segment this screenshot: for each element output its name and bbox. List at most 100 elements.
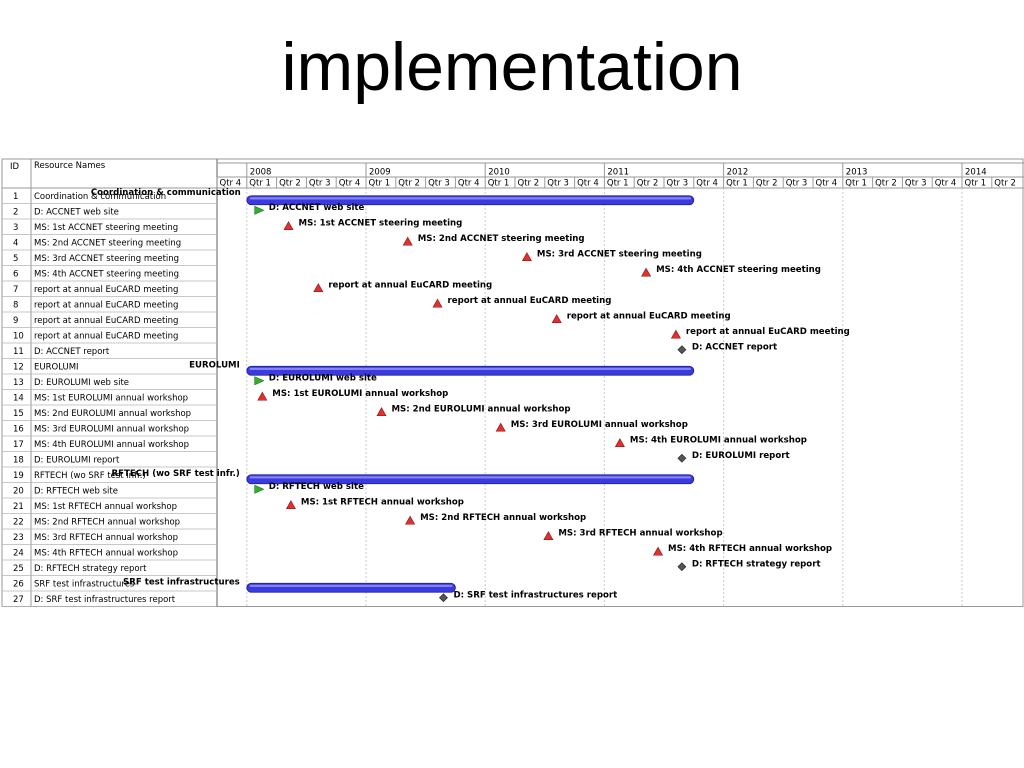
task-name: EUROLUMI	[34, 363, 79, 373]
year-label: 2008	[250, 168, 272, 178]
task-name: report at annual EuCARD meeting	[34, 332, 178, 342]
quarter-label: Qtr 2	[756, 179, 778, 189]
quarter-label: Qtr 3	[667, 179, 689, 189]
task-id: 14	[13, 394, 24, 404]
year-label: 2012	[727, 168, 749, 178]
quarter-label: Qtr 2	[994, 179, 1016, 189]
milestone-triangle	[543, 531, 554, 541]
milestone-triangle	[641, 267, 652, 277]
task-id: 2	[13, 208, 18, 218]
milestone-triangle	[432, 298, 443, 308]
quarter-label: Qtr 2	[518, 179, 540, 189]
milestone-label: MS: 4th EUROLUMI annual workshop	[630, 435, 807, 445]
milestone-label: D: RFTECH web site	[269, 482, 364, 492]
slide-title: implementation	[281, 29, 743, 105]
task-name: MS: 2nd ACCNET steering meeting	[34, 239, 181, 249]
milestone-triangle	[551, 314, 562, 324]
milestone-label: MS: 3rd EUROLUMI annual workshop	[511, 420, 688, 430]
quarter-label: Qtr 1	[249, 179, 271, 189]
task-id: 23	[13, 533, 24, 543]
milestone-label: report at annual EuCARD meeting	[686, 327, 850, 337]
summary-bar-label: RFTECH (wo SRF test infr.)	[111, 469, 239, 479]
milestone-label: MS: 1st ACCNET steering meeting	[299, 218, 463, 228]
milestone-flag	[254, 484, 265, 494]
task-id: 16	[13, 425, 24, 435]
milestone-label: report at annual EuCARD meeting	[448, 296, 612, 306]
summary-bar	[246, 582, 456, 593]
quarter-label: Qtr 4	[220, 179, 242, 189]
milestone-diamond	[439, 593, 448, 603]
quarter-label: Qtr 3	[309, 179, 331, 189]
quarter-label: Qtr 3	[547, 179, 569, 189]
task-name: report at annual EuCARD meeting	[34, 285, 178, 295]
task-name: D: RFTECH web site	[34, 487, 118, 497]
task-name: D: RFTECH strategy report	[34, 564, 147, 574]
quarter-label: Qtr 1	[726, 179, 748, 189]
year-label: 2010	[488, 168, 510, 178]
task-name: MS: 2nd RFTECH annual workshop	[34, 518, 180, 528]
milestone-flag	[254, 376, 265, 386]
task-name: MS: 4th ACCNET steering meeting	[34, 270, 179, 280]
quarter-label: Qtr 2	[875, 179, 897, 189]
milestone-triangle	[285, 500, 296, 510]
quarter-label: Qtr 4	[458, 179, 480, 189]
task-id: 20	[13, 487, 24, 497]
milestone-label: D: RFTECH strategy report	[692, 559, 821, 569]
timeline-grid	[246, 188, 963, 607]
task-name: SRF test infrastructures	[34, 580, 135, 590]
milestone-triangle	[653, 546, 664, 556]
task-id: 8	[13, 301, 18, 311]
name-column-header: Resource Names	[34, 161, 106, 171]
milestone-label: MS: 1st RFTECH annual workshop	[301, 497, 464, 507]
milestone-label: MS: 2nd EUROLUMI annual workshop	[391, 404, 570, 414]
quarter-label: Qtr 4	[935, 179, 957, 189]
milestone-label: MS: 2nd RFTECH annual workshop	[420, 513, 586, 523]
milestone-triangle	[614, 438, 625, 448]
quarter-label: Qtr 1	[845, 179, 867, 189]
quarter-label: Qtr 1	[488, 179, 510, 189]
task-name: MS: 3rd ACCNET steering meeting	[34, 254, 179, 264]
task-id: 5	[13, 254, 18, 264]
task-name: MS: 2nd EUROLUMI annual workshop	[34, 409, 191, 419]
task-name: MS: 1st ACCNET steering meeting	[34, 223, 178, 233]
summary-bar-label: Coordination & communication	[91, 188, 241, 198]
milestone-label: MS: 2nd ACCNET steering meeting	[418, 234, 585, 244]
milestone-triangle	[402, 236, 413, 246]
quarter-label: Qtr 1	[607, 179, 629, 189]
task-id: 9	[13, 316, 18, 326]
task-name: MS: 4th RFTECH annual workshop	[34, 549, 178, 559]
year-label: 2013	[846, 168, 868, 178]
task-name: Coordination & communication	[34, 192, 166, 202]
milestone-triangle	[257, 391, 268, 401]
summary-bar-highlight	[249, 584, 453, 587]
milestone-label: MS: 3rd ACCNET steering meeting	[537, 249, 702, 259]
task-id: 26	[13, 580, 24, 590]
quarter-label: Qtr 3	[786, 179, 808, 189]
quarter-label: Qtr 1	[965, 179, 987, 189]
task-id: 27	[13, 595, 24, 605]
quarter-label: Qtr 2	[279, 179, 301, 189]
task-id: 21	[13, 502, 24, 512]
milestone-label: report at annual EuCARD meeting	[567, 311, 731, 321]
task-id: 15	[13, 409, 24, 419]
milestone-label: MS: 4th ACCNET steering meeting	[656, 265, 821, 275]
task-name: MS: 1st EUROLUMI annual workshop	[34, 394, 188, 404]
task-name: report at annual EuCARD meeting	[34, 301, 178, 311]
task-name: report at annual EuCARD meeting	[34, 316, 178, 326]
task-id: 18	[13, 456, 24, 466]
quarter-label: Qtr 4	[696, 179, 718, 189]
milestone-triangle	[670, 329, 681, 339]
milestone-label: MS: 1st EUROLUMI annual workshop	[272, 389, 448, 399]
task-id: 17	[13, 440, 24, 450]
milestone-label: MS: 3rd RFTECH annual workshop	[558, 528, 722, 538]
task-name: MS: 4th EUROLUMI annual workshop	[34, 440, 189, 450]
task-name: D: EUROLUMI report	[34, 456, 120, 466]
task-id: 11	[13, 347, 24, 357]
milestone-label: D: EUROLUMI web site	[269, 373, 377, 383]
id-column-header: ID	[10, 162, 20, 172]
task-id: 19	[13, 471, 24, 481]
milestone-flag	[254, 205, 265, 215]
